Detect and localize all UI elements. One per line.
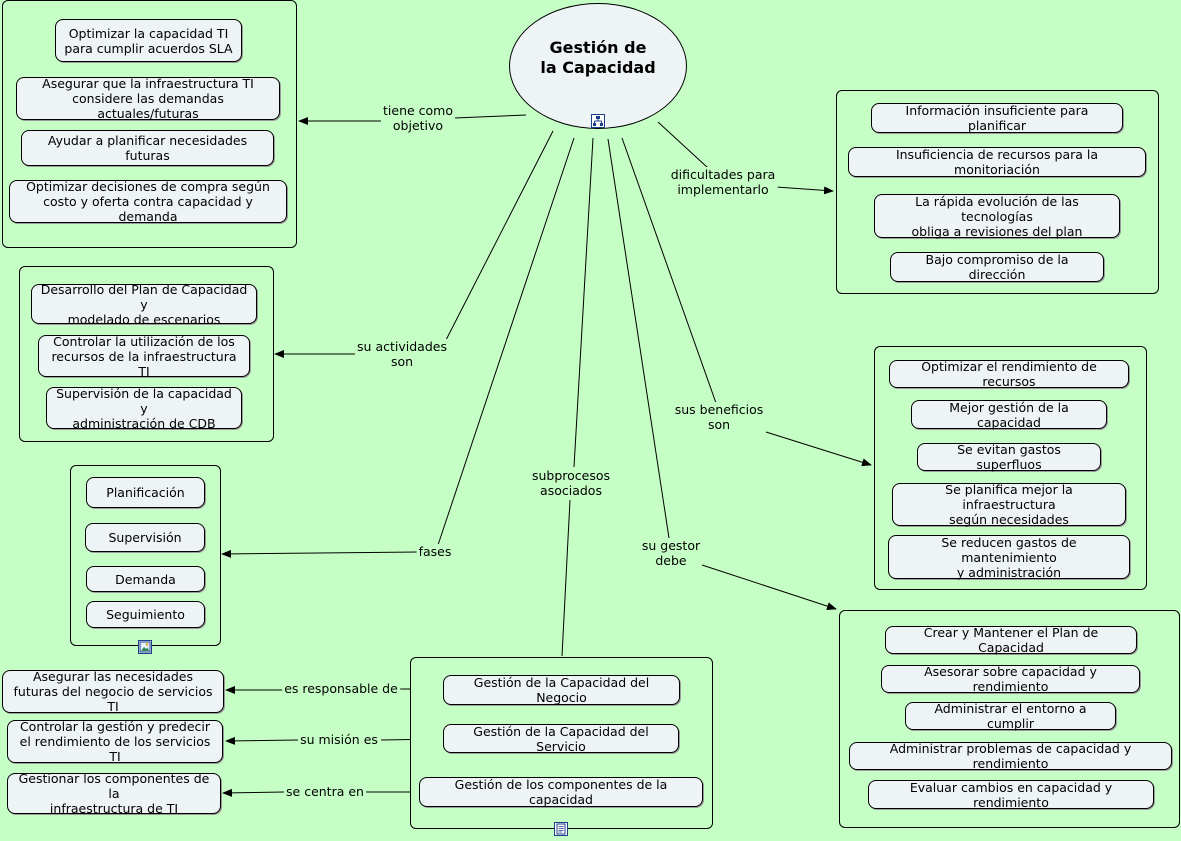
node-fase[interactable]: Planificación [86, 477, 205, 508]
node-subproceso-detalle[interactable]: Controlar la gestión y predecir el rendi… [7, 719, 223, 764]
node-beneficio[interactable]: Se reducen gastos de mantenimiento y adm… [888, 534, 1130, 580]
line-root-gestor [607, 138, 670, 539]
line-root-dificultades [657, 121, 709, 169]
node-objetivo[interactable]: Optimizar decisiones de compra según cos… [9, 179, 287, 224]
link-label-gestor: su gestor debe [639, 538, 703, 568]
node-gestor[interactable]: Evaluar cambios en capacidad y rendimien… [868, 779, 1154, 810]
node-objetivo[interactable]: Optimizar la capacidad TI para cumplir a… [55, 19, 242, 62]
link-label-subprocesos: subprocesos asociados [529, 468, 613, 498]
node-text: La rápida evolución de las tecnologías o… [911, 193, 1083, 239]
node-text: Optimizar la capacidad TI para cumplir a… [64, 25, 233, 56]
node-text: Se planifica mejor la infraestructura se… [945, 482, 1073, 527]
arrow-fases [221, 549, 419, 558]
arrow-dificultades [775, 186, 834, 195]
node-dificultad[interactable]: Insuficiencia de recursos para la monito… [848, 147, 1146, 177]
node-text: Optimizar decisiones de compra según cos… [26, 179, 270, 224]
node-subproceso-detalle[interactable]: Gestionar los componentes de la infraest… [7, 771, 221, 816]
node-gestor[interactable]: Crear y Mantener el Plan de Capacidad [885, 625, 1137, 655]
node-dificultad[interactable]: Bajo compromiso de la dirección [890, 252, 1104, 282]
node-text: Gestión de los componentes de la capacid… [454, 777, 668, 807]
node-gestor[interactable]: Asesorar sobre capacidad y rendimiento [881, 664, 1140, 694]
node-subproceso-detalle[interactable]: Asegurar las necesidades futuras del neg… [2, 669, 224, 714]
node-text: Asesorar sobre capacidad y rendimiento [924, 664, 1097, 694]
line-subprocesos-group [561, 499, 571, 657]
node-text: Controlar la gestión y predecir el rendi… [19, 719, 211, 764]
link-label-beneficios: sus beneficios son [672, 402, 766, 432]
node-text: Se evitan gastos superfluos [957, 442, 1061, 472]
node-text: Demanda [115, 571, 176, 587]
node-beneficio[interactable]: Se planifica mejor la infraestructura se… [892, 482, 1126, 527]
link-label-objetivo: tiene como objetivo [381, 103, 455, 133]
node-text: Bajo compromiso de la dirección [925, 252, 1069, 282]
node-text: Seguimiento [106, 607, 185, 622]
node-dificultad[interactable]: La rápida evolución de las tecnologías o… [874, 193, 1120, 239]
node-text: Desarrollo del Plan de Capacidad y model… [40, 281, 248, 327]
node-beneficio[interactable]: Optimizar el rendimiento de recursos [889, 359, 1129, 389]
node-beneficio[interactable]: Se evitan gastos superfluos [917, 442, 1101, 472]
link-label-fases: fases [416, 544, 454, 559]
line-root-subprocesos [573, 137, 594, 468]
node-text: Controlar la utilización de los recursos… [51, 333, 237, 379]
line-root-objetivo [453, 114, 527, 119]
node-actividad[interactable]: Controlar la utilización de los recursos… [38, 333, 250, 379]
arrow-gestor [701, 564, 837, 610]
node-text: Administrar problemas de capacidad y ren… [889, 741, 1132, 771]
link-label-dificultades: dificultades para implementarlo [668, 167, 778, 197]
node-text: Optimizar el rendimiento de recursos [921, 359, 1097, 389]
node-text: Insuficiencia de recursos para la monito… [895, 147, 1099, 177]
node-actividad[interactable]: Supervisión de la capacidad y administra… [46, 385, 242, 431]
line-root-actividades [445, 130, 554, 341]
node-text: Información insuficiente para planificar [905, 103, 1089, 133]
node-fase[interactable]: Demanda [86, 566, 205, 592]
node-text: Se reducen gastos de mantenimiento y adm… [941, 534, 1077, 580]
node-beneficio[interactable]: Mejor gestión de la capacidad [911, 399, 1107, 430]
root-title: Gestión de la Capacidad [540, 38, 656, 77]
node-text: Ayudar a planificar necesidades futuras [47, 133, 248, 163]
link-label-mision: su misión es [298, 732, 380, 747]
node-text: Gestión de la Capacidad del Servicio [473, 723, 649, 754]
node-subproceso-negocio[interactable]: Gestión de la Capacidad del Negocio [443, 675, 680, 705]
node-objetivo[interactable]: Asegurar que la infraestructura TI consi… [16, 76, 280, 121]
node-fase[interactable]: Supervisión [85, 523, 205, 552]
node-gestor[interactable]: Administrar problemas de capacidad y ren… [849, 741, 1172, 771]
root-concept[interactable]: Gestión de la Capacidad [509, 3, 687, 129]
line-root-fases [437, 137, 575, 546]
link-label-centra: se centra en [284, 784, 366, 799]
node-text: Administrar el entorno a cumplir [934, 701, 1087, 731]
node-gestor[interactable]: Administrar el entorno a cumplir [905, 701, 1116, 731]
node-subproceso-componentes[interactable]: Gestión de los componentes de la capacid… [419, 777, 703, 807]
node-text: Asegurar las necesidades futuras del neg… [13, 669, 213, 714]
node-text: Mejor gestión de la capacidad [949, 399, 1069, 430]
node-text: Gestionar los componentes de la infraest… [18, 771, 210, 816]
link-label-actividades: su actividades son [355, 339, 449, 369]
line-root-beneficios [621, 137, 717, 404]
node-text: Planificación [106, 485, 185, 500]
node-actividad[interactable]: Desarrollo del Plan de Capacidad y model… [31, 281, 257, 327]
document-icon[interactable] [554, 822, 568, 836]
arrow-mision [225, 736, 299, 745]
node-subproceso-servicio[interactable]: Gestión de la Capacidad del Servicio [443, 723, 679, 754]
node-text: Asegurar que la infraestructura TI consi… [42, 76, 254, 121]
image-icon[interactable] [138, 640, 152, 654]
concept-map-icon[interactable] [591, 114, 605, 128]
node-objetivo[interactable]: Ayudar a planificar necesidades futuras [21, 130, 274, 166]
node-text: Gestión de la Capacidad del Negocio [473, 675, 650, 705]
node-text: Crear y Mantener el Plan de Capacidad [923, 625, 1099, 655]
link-label-responsable: es responsable de [282, 681, 400, 696]
node-text: Supervisión [108, 530, 182, 545]
arrow-centra [222, 788, 285, 797]
node-fase[interactable]: Seguimiento [86, 601, 205, 628]
node-text: Evaluar cambios en capacidad y rendimien… [909, 779, 1113, 810]
node-dificultad[interactable]: Información insuficiente para planificar [871, 103, 1123, 133]
node-text: Supervisión de la capacidad y administra… [56, 385, 232, 431]
arrow-beneficios [765, 431, 872, 467]
